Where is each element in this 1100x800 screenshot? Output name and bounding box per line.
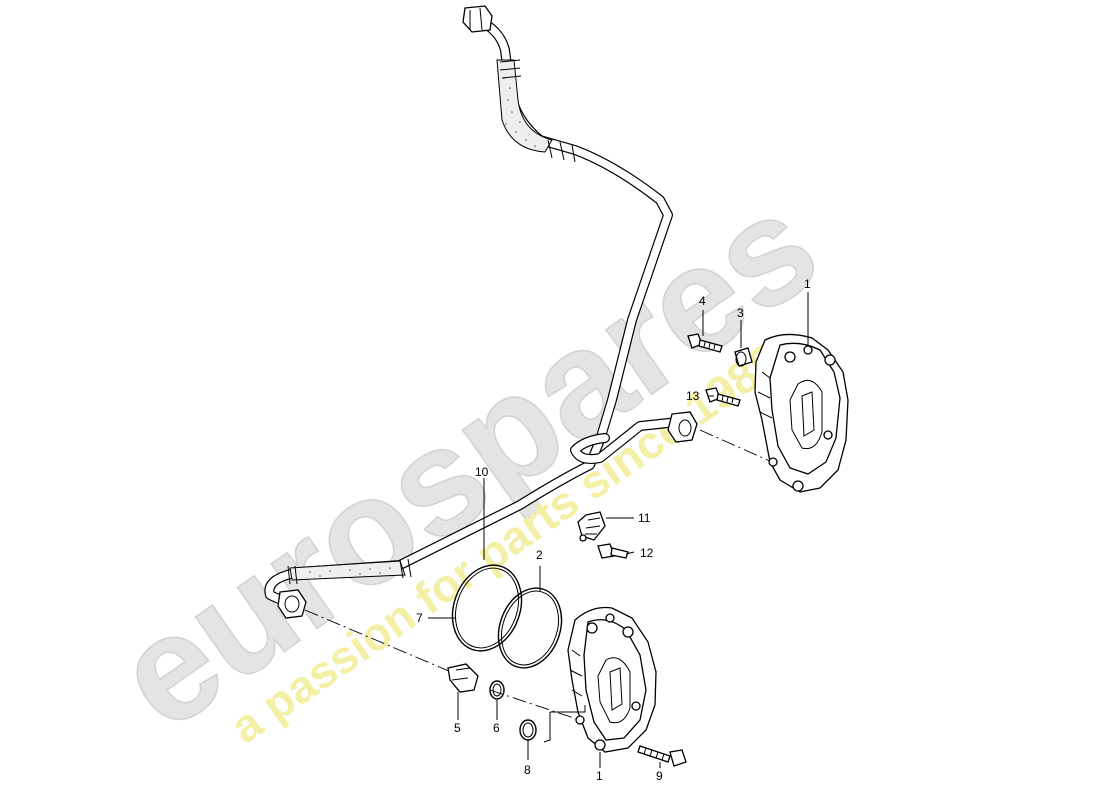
bolt-4 bbox=[687, 333, 723, 353]
callout-5: 5 bbox=[454, 721, 461, 735]
callout-4: 4 bbox=[699, 294, 706, 308]
callout-8: 8 bbox=[524, 763, 531, 777]
sleeve-3 bbox=[734, 347, 753, 367]
callout-9: 9 bbox=[656, 769, 663, 783]
clip-11 bbox=[577, 511, 606, 542]
callouts: 1 3 4 13 10 11 12 2 7 5 6 8 1 9 bbox=[416, 277, 811, 783]
callout-1-top: 1 bbox=[804, 277, 811, 291]
lower-pump bbox=[567, 606, 657, 753]
callout-2: 2 bbox=[536, 548, 543, 562]
callout-11: 11 bbox=[638, 511, 651, 525]
callout-6: 6 bbox=[493, 721, 500, 735]
callout-10: 10 bbox=[475, 465, 489, 479]
leader-lines bbox=[428, 292, 809, 768]
bolt-12 bbox=[597, 543, 629, 559]
bolt-13 bbox=[705, 387, 741, 407]
small-parts bbox=[447, 333, 753, 767]
callout-13: 13 bbox=[686, 389, 700, 403]
o-ring-7 bbox=[451, 564, 523, 652]
callout-3: 3 bbox=[737, 306, 744, 320]
callout-7: 7 bbox=[416, 611, 423, 625]
upper-pump bbox=[754, 333, 849, 493]
oil-pipe bbox=[264, 5, 698, 619]
seal-ring-6 bbox=[489, 680, 505, 700]
bolt-9 bbox=[637, 745, 687, 767]
callout-1-bottom: 1 bbox=[596, 769, 603, 783]
o-ring-2 bbox=[497, 587, 563, 669]
fitting-5 bbox=[447, 663, 479, 693]
callout-12: 12 bbox=[640, 546, 654, 560]
